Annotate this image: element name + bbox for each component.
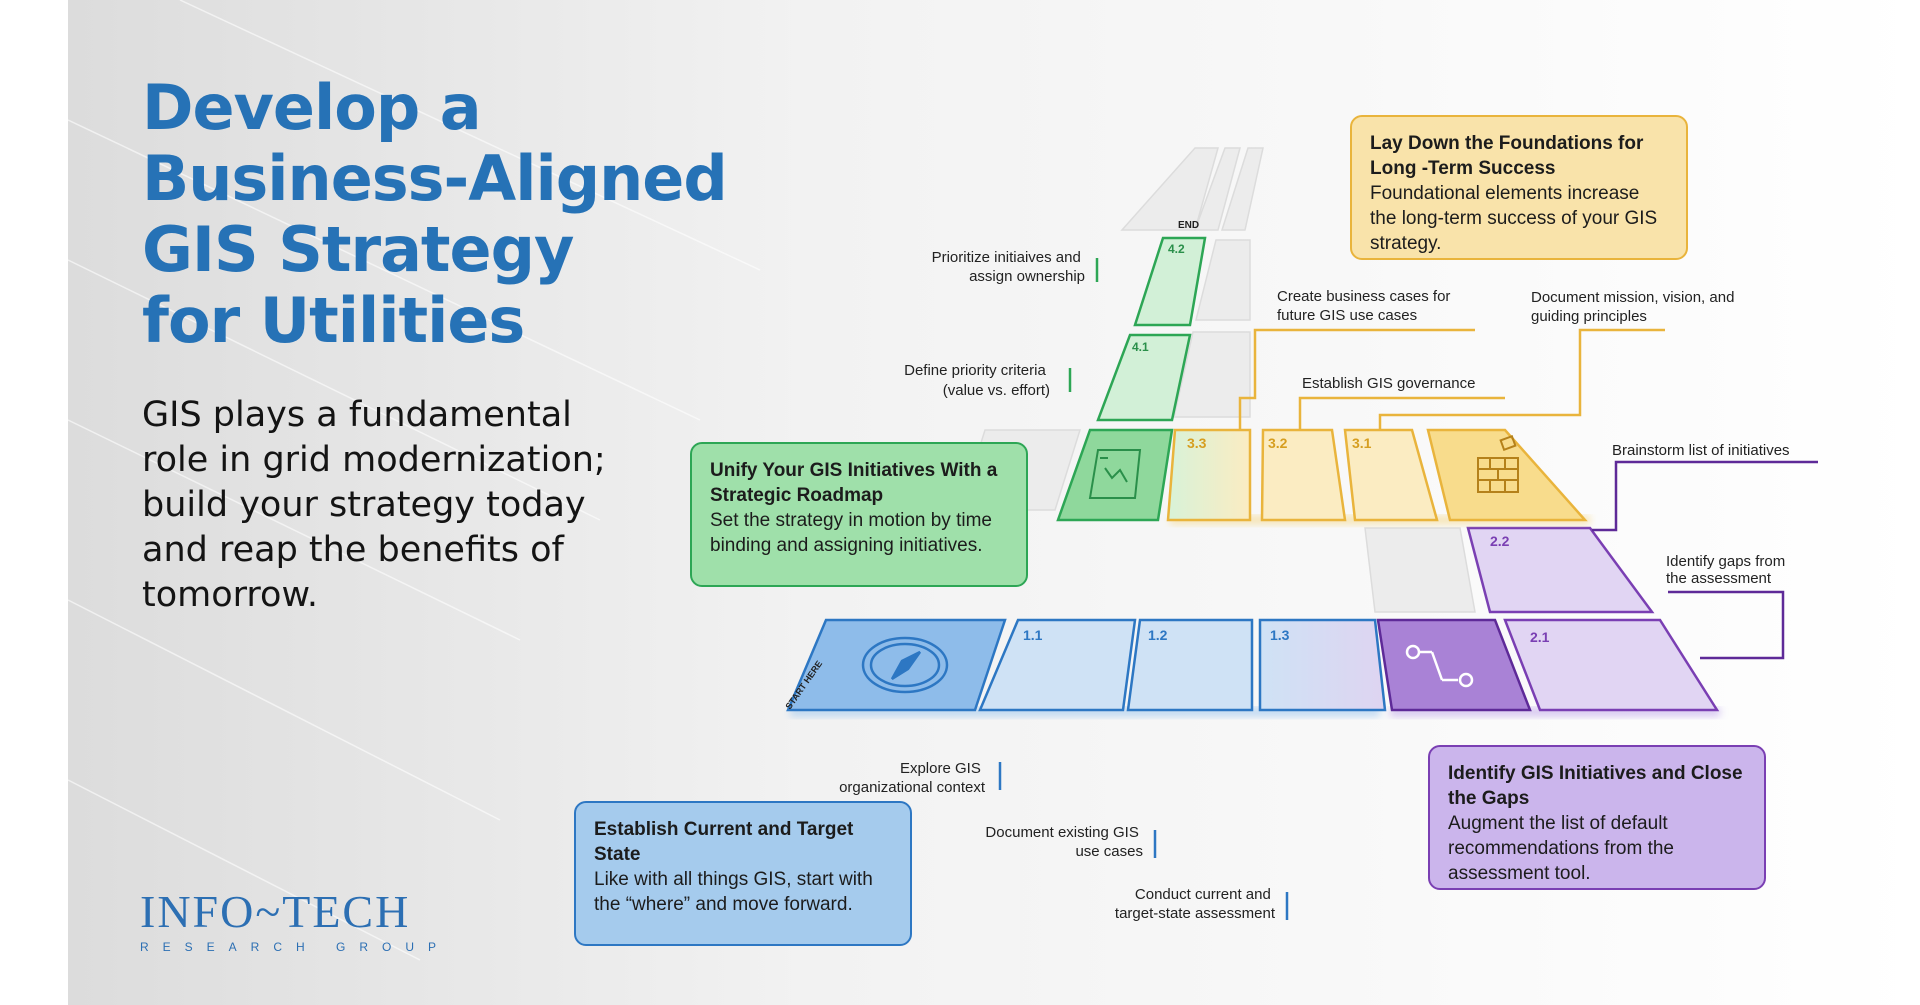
subtitle-line: build your strategy today	[142, 485, 586, 525]
callout-text: future GIS use cases	[1277, 307, 1417, 324]
subtitle-line: GIS plays a fundamental	[142, 395, 572, 435]
callout-text: Brainstorm list of initiatives	[1612, 442, 1790, 459]
box-body: Set the strategy in motion by time bindi…	[710, 510, 992, 556]
callout-text: Create business cases for	[1277, 288, 1450, 305]
callout-2-1: Identify gaps from the assessment	[1666, 553, 1789, 587]
callout-1-1: Explore GIS organizational context	[839, 760, 986, 796]
box-heading: Unify Your GIS Initiatives With a Strate…	[710, 460, 998, 506]
tile-label-2-1: 2.1	[1530, 629, 1550, 645]
callout-text: Identify gaps from	[1666, 553, 1785, 570]
end-marker: END	[1178, 220, 1199, 231]
callout-text: Prioritize initiaives and	[932, 249, 1081, 266]
callout-text: Establish GIS governance	[1302, 375, 1475, 392]
tile-label-2-2: 2.2	[1490, 533, 1510, 549]
subtitle-line: and reap the benefits of	[142, 530, 564, 570]
map-icon	[1088, 449, 1142, 499]
callout-text: guiding principles	[1531, 308, 1647, 325]
tile-2-2	[1466, 526, 1655, 614]
connector-2-2	[1592, 460, 1818, 532]
tile-label-1-2: 1.2	[1148, 627, 1168, 643]
tile-1-3	[1258, 618, 1387, 712]
callout-3-1: Document mission, vision, and guiding pr…	[1531, 289, 1739, 325]
callout-text: Explore GIS	[900, 760, 981, 777]
title-line: Business-Aligned	[142, 142, 728, 215]
brick-wall-icon	[1477, 434, 1519, 493]
stage-1-row	[786, 618, 1387, 716]
tile-3-1	[1343, 428, 1439, 522]
callout-1-3: Conduct current and target-state assessm…	[1115, 886, 1276, 922]
title-line: Develop a	[142, 71, 482, 144]
yellow-icon-tile	[1426, 428, 1588, 522]
subtitle-line: role in grid modernization;	[142, 440, 606, 480]
tile-4-1	[1096, 333, 1192, 422]
callout-3-3: Create business cases for future GIS use…	[1277, 288, 1455, 324]
logo-tagline: RESEARCH GROUP	[140, 940, 451, 954]
tile-1-1	[978, 618, 1137, 712]
subtitle-line: tomorrow.	[142, 575, 318, 615]
tile-label-3-1: 3.1	[1352, 435, 1372, 451]
page-title: Develop a Business-Aligned GIS Strategy …	[142, 71, 728, 357]
connector-3-3	[1238, 328, 1475, 430]
company-logo: INFO~TECH RESEARCH GROUP	[140, 886, 451, 955]
stage-2-row	[1376, 526, 1720, 716]
callout-text: Define priority criteria	[904, 362, 1046, 379]
callout-text: Document existing GIS	[985, 824, 1138, 841]
callout-text: use cases	[1075, 843, 1143, 860]
stage-3-row	[1166, 428, 1590, 524]
connector-3-1	[1378, 328, 1665, 430]
callout-4-2: Prioritize initiaives and assign ownersh…	[932, 249, 1085, 285]
callout-text: assign ownership	[969, 268, 1085, 285]
tile-label-3-2: 3.2	[1268, 435, 1288, 451]
purple-stage-box: Identify GIS Initiatives and Close the G…	[1428, 745, 1766, 890]
tile-label-1-1: 1.1	[1023, 627, 1043, 643]
green-stage-box: Unify Your GIS Initiatives With a Strate…	[690, 442, 1028, 587]
start-tile	[786, 618, 1007, 712]
tile-label-4-2: 4.2	[1168, 242, 1185, 256]
blue-stage-box: Establish Current and Target State Like …	[574, 801, 912, 946]
callout-text: organizational context	[839, 779, 986, 796]
box-heading: Identify GIS Initiatives and Close the G…	[1448, 763, 1743, 809]
callout-4-1: Define priority criteria (value vs. effo…	[904, 362, 1050, 399]
box-body: Like with all things GIS, start with the…	[594, 869, 873, 915]
compass-icon	[861, 636, 949, 694]
stage-4-column	[1056, 236, 1207, 522]
tile-3-3	[1166, 428, 1252, 522]
box-body: Foundational elements increase the long-…	[1370, 183, 1658, 254]
logo-wordmark: INFO~TECH	[140, 886, 411, 937]
callout-text: Conduct current and	[1135, 886, 1271, 903]
callout-text: the assessment	[1666, 570, 1772, 587]
callout-3-2: Establish GIS governance	[1302, 375, 1475, 392]
title-line: for Utilities	[142, 284, 525, 357]
connector-2-1	[1668, 590, 1785, 660]
tile-label-1-3: 1.3	[1270, 627, 1290, 643]
tile-2-1	[1503, 618, 1720, 712]
purple-icon-tile	[1376, 618, 1532, 712]
box-heading: Establish Current and Target State	[594, 819, 854, 865]
connector-3-2	[1298, 396, 1505, 430]
box-body: Augment the list of default recommendati…	[1448, 813, 1674, 884]
callout-text: Document mission, vision, and	[1531, 289, 1734, 306]
callout-2-2: Brainstorm list of initiatives	[1612, 442, 1790, 459]
tile-label-4-1: 4.1	[1132, 340, 1149, 354]
callout-1-2: Document existing GIS use cases	[985, 824, 1143, 860]
tile-4-2	[1133, 236, 1207, 327]
yellow-stage-box: Lay Down the Foundations for Long -Term …	[1350, 115, 1688, 260]
subtitle: GIS plays a fundamental role in grid mod…	[142, 393, 606, 618]
callout-text: target-state assessment	[1115, 905, 1276, 922]
box-heading: Lay Down the Foundations for Long -Term …	[1370, 133, 1644, 179]
tile-3-2	[1260, 428, 1347, 522]
path-nodes-icon	[1405, 644, 1474, 688]
tile-1-2	[1126, 618, 1254, 712]
title-line: GIS Strategy	[142, 213, 574, 286]
tile-label-3-3: 3.3	[1187, 435, 1207, 451]
callout-text: (value vs. effort)	[943, 382, 1050, 399]
